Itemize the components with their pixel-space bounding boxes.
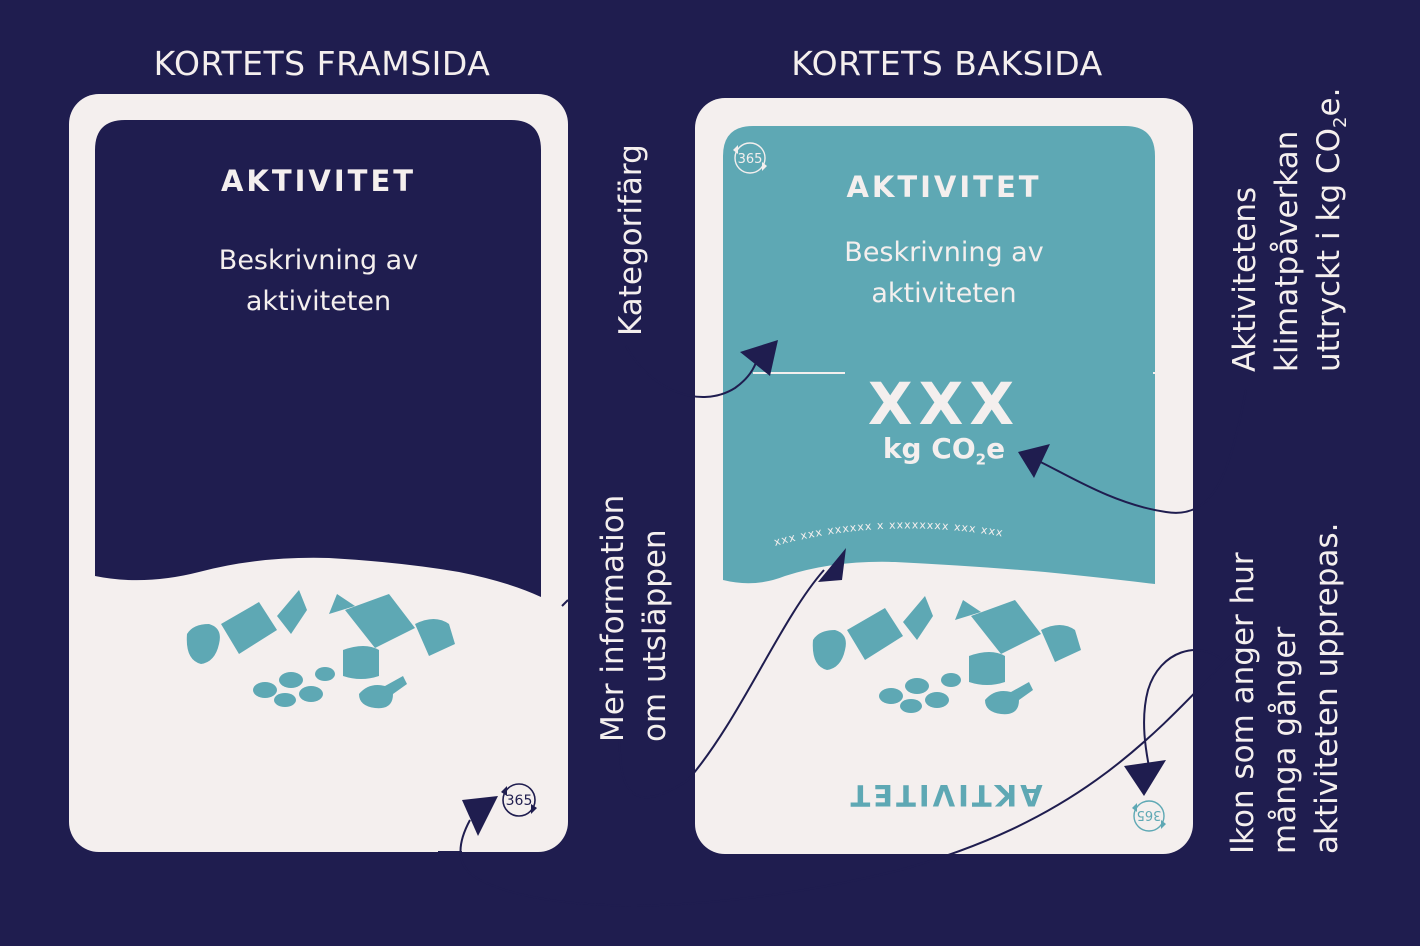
climate-unit: kg CO2e [695, 432, 1193, 469]
front-card-description: Beskrivning av aktiviteten [69, 240, 568, 322]
callout-category: Kategorifärg [610, 144, 652, 336]
divider-right [1153, 372, 1155, 374]
front-desc-line-2: aktiviteten [245, 286, 392, 317]
callout-impact: Aktivitetens klimatpåverkan uttryckt i k… [1224, 88, 1362, 372]
back-upside-down-title: AKTIVITET [847, 778, 1043, 812]
callout-icon-line-1: Ikon som anger hur [1225, 552, 1261, 854]
candy-illustration-icon [186, 590, 455, 709]
back-desc-line-2: aktiviteten [871, 278, 1017, 309]
front-category-panel [95, 120, 541, 597]
back-repeat-icon-bottom: 365 [1132, 800, 1166, 832]
callout-icon-line-2: många gånger [1267, 626, 1303, 854]
front-desc-line-1: Beskrivning av [218, 245, 419, 276]
callout-impact-line-3: uttryckt i kg CO2e. [1311, 87, 1352, 372]
back-repeat-icon-top-label: 365 [738, 152, 763, 167]
emission-info-arc-text: xxx xxx xxxxxx x xxxxxxxx xxx xxx [772, 518, 1004, 548]
callout-impact-line-2: klimatpåverkan [1269, 130, 1305, 372]
callout-category-text: Kategorifärg [613, 144, 649, 336]
callout-icon-line-3: aktiviteten upprepas. [1309, 522, 1345, 854]
back-heading: KORTETS BAKSIDA [791, 44, 1103, 83]
divider-left [753, 372, 845, 374]
back-card-description: Beskrivning av aktiviteten [695, 232, 1193, 314]
front-card: AKTIVITET Beskrivning av aktiviteten 365 [69, 94, 568, 852]
back-candy-illustration-icon [812, 596, 1081, 715]
callout-impact-line-1: Aktivitetens [1227, 186, 1263, 372]
front-repeat-icon: 365 [501, 783, 537, 817]
unit-subscript: 2 [975, 450, 987, 469]
callout-icon: Ikon som anger hur många gånger aktivite… [1222, 523, 1348, 854]
back-desc-line-1: Beskrivning av [844, 237, 1044, 268]
front-card-title: AKTIVITET [220, 164, 417, 198]
callout-more-info: Mer information om utsläppen [592, 495, 676, 742]
callout-more-info-line-1: Mer information [595, 494, 631, 742]
back-repeat-icon-top: 365 [733, 142, 767, 174]
unit-prefix: kg CO [882, 432, 976, 465]
back-card-title: AKTIVITET [846, 170, 1042, 204]
back-repeat-icon-bottom-label: 365 [1137, 807, 1162, 822]
front-heading: KORTETS FRAMSIDA [153, 44, 491, 83]
climate-value: XXX [867, 370, 1021, 438]
emission-info-arc: xxx xxx xxxxxx x xxxxxxxx xxx xxx [772, 518, 1004, 548]
callout-more-info-line-2: om utsläppen [637, 529, 673, 742]
unit-suffix: e [986, 432, 1006, 465]
front-repeat-icon-label: 365 [506, 793, 533, 809]
back-card: 365 AKTIVITET Beskrivning av aktiviteten… [695, 98, 1193, 854]
